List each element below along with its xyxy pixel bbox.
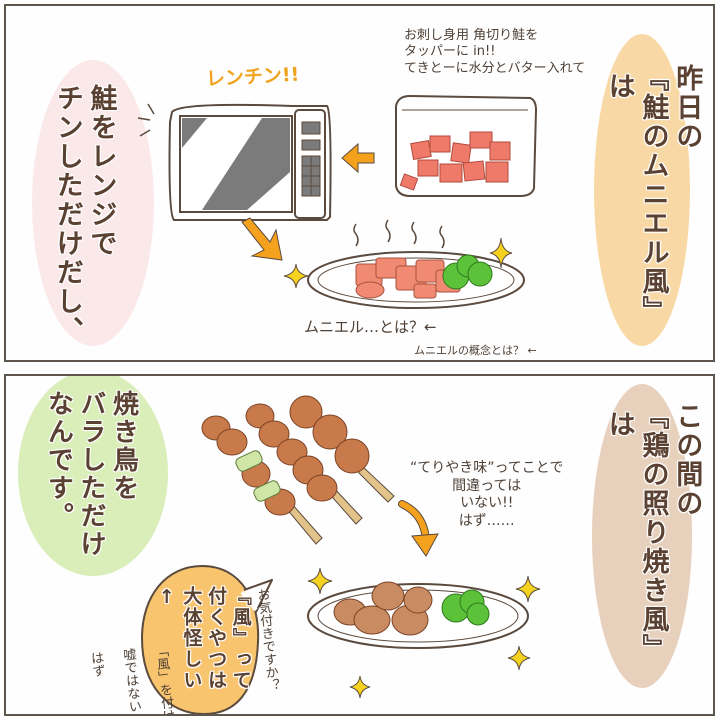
title-balloon-2 <box>592 384 692 688</box>
aside-not-a-lie: 「風」を付けたら 嘘ではない!! はず <box>64 583 194 716</box>
speech-bubble-text: 『風』って 付くやつは 大体怪しい↑ <box>154 586 253 706</box>
yakitori-skewers <box>201 395 395 545</box>
title-text-2: この間の 『鶏の照り焼き風』 は <box>602 402 703 692</box>
teriyaki-note: “てりやき味”ってことで 間違っては いない!! はず…… <box>410 460 564 529</box>
side-balloon-2 <box>18 376 168 576</box>
side-text-1: 鮭をレンジで チンしただけだし、 <box>50 84 118 354</box>
arrow-down-right-icon <box>241 217 283 261</box>
side-text-2: 焼き鳥を バラしただけ なんです。 <box>42 390 140 580</box>
plate-of-salmon <box>307 219 525 309</box>
aside-line-1: 「風」を付けたら <box>152 643 178 716</box>
microwave-icon <box>137 103 332 221</box>
comic-panel-1: 昨日の 『鮭のムニエル風』 は 鮭をレンジで チンしただけだし、 レンチン!! … <box>4 4 715 362</box>
sparkle-icon <box>307 567 333 595</box>
bubble-line-1: 『風』って <box>229 586 252 691</box>
speech-bubble <box>140 564 273 714</box>
side-line-2: チンしただけだし、 <box>51 84 83 345</box>
side-line-1: 鮭をレンジで <box>85 84 117 258</box>
sparkle-icon <box>515 575 541 603</box>
sparkle-icon <box>283 263 309 289</box>
arrow-down-icon <box>398 500 439 557</box>
sparkle-icon <box>349 675 371 699</box>
title-line-2: 『鶏の照り焼き風』 <box>637 402 669 663</box>
renchin-sfx: レンチン!! <box>205 63 300 91</box>
sparkle-icon <box>507 645 531 671</box>
container-of-salmon <box>395 94 538 197</box>
arrow-left-icon <box>341 142 375 174</box>
bubble-line-2: 付くやつは <box>205 586 228 691</box>
caption-meuniere: ムニエル…とは？← <box>304 318 437 336</box>
prep-note: お刺し身用 角切り鮭を タッパーに in!! てきとーに水分とバター入れて <box>404 28 586 76</box>
sparkle-icon <box>489 237 513 269</box>
comic-panel-2: この間の 『鶏の照り焼き風』 は 焼き鳥を バラしただけ なんです。 <box>4 374 715 716</box>
title-line-1: この間の <box>671 402 703 518</box>
aside-line-3: はず <box>87 650 106 679</box>
title-line-2: 『鮭のムニエル風』 <box>637 64 669 325</box>
caption-meuniere-concept: ムニエルの概念とは？ ← <box>414 344 537 357</box>
side-line-3: なんです。 <box>43 390 74 530</box>
title-text-1: 昨日の 『鮭のムニエル風』 は <box>602 64 703 354</box>
title-line-1: 昨日の <box>671 64 703 151</box>
title-line-3: は <box>603 72 635 101</box>
bubble-line-3: 大体怪しい↑ <box>155 586 203 691</box>
side-line-1: 焼き鳥を <box>108 390 139 502</box>
aside-line-2: 嘘ではない!! <box>119 647 145 716</box>
side-line-2: バラしただけ <box>76 390 106 558</box>
title-line-3: は <box>603 410 635 439</box>
plate-of-chicken <box>307 581 529 649</box>
title-balloon-1 <box>594 34 690 346</box>
side-balloon-1 <box>32 60 154 346</box>
